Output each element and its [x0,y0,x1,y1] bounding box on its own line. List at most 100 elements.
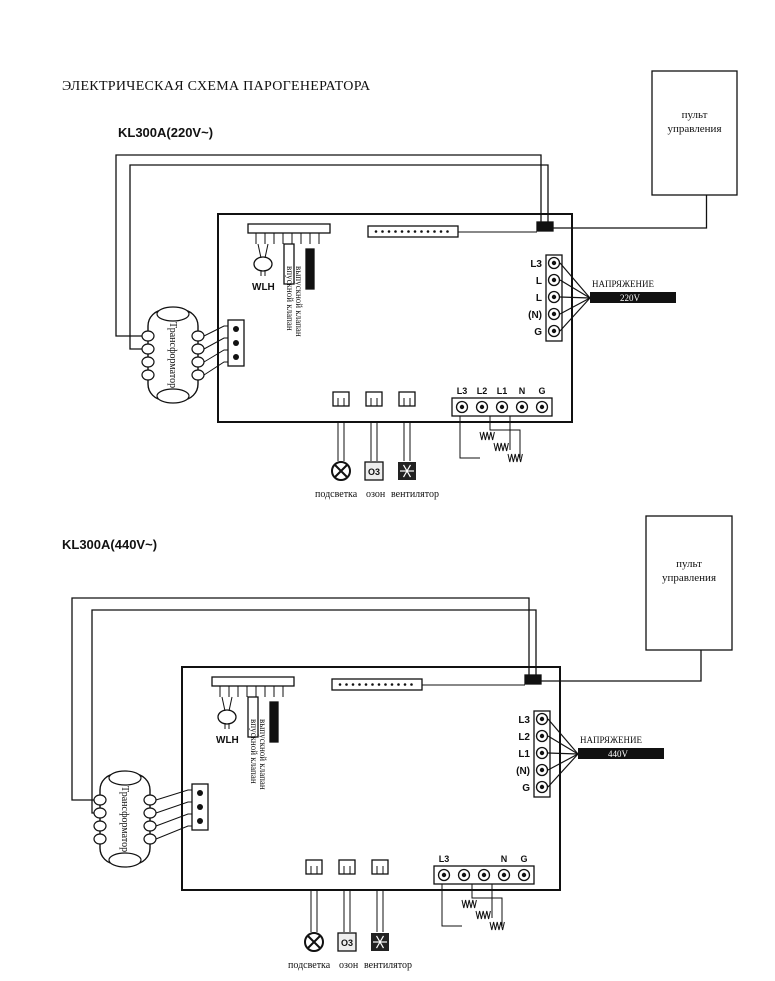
outlet-valve [283,243,295,285]
load-terminal-label: L1 [497,386,508,396]
power-terminal [547,290,561,304]
ozone-icon-text: O3 [341,938,353,948]
load-terminal [535,400,549,414]
component-connector [247,223,331,234]
power-terminal [535,780,549,794]
voltage-caption: НАПРЯЖЕНИЕ [592,279,655,289]
load-socket [332,391,350,407]
load-terminal-label: L3 [457,386,468,396]
transformer-label: Трансформатор [167,322,178,388]
load-socket [365,391,383,407]
load-terminal [455,400,469,414]
load-label: подсветка [288,960,331,971]
load-terminal-label: G [520,854,527,864]
power-terminal [547,324,561,338]
power-terminal-label: L3 [518,715,530,726]
power-terminal [547,273,561,287]
power-terminal [535,746,549,760]
voltage-caption: НАПРЯЖЕНИЕ [580,735,643,745]
control-board [181,666,561,891]
load-terminal [495,400,509,414]
water-level-sensor [217,709,237,725]
voltage-value: 220V [620,293,641,303]
power-terminal [535,712,549,726]
load-1: подсветка [288,859,331,971]
power-terminal-label: L1 [518,749,530,760]
load-label: вентилятор [391,489,439,500]
load-terminal-block [451,397,553,417]
load-terminal-label: N [519,386,526,396]
power-terminal [535,763,549,777]
voltage-value: 440V [608,749,629,759]
load-terminal-label: N [501,854,508,864]
transformer-label: Трансформатор [119,786,130,852]
load-terminal [477,868,491,882]
load-terminal [497,868,511,882]
voltage-bar [590,292,676,303]
component-connector [211,676,295,687]
remote-label: пульт [676,558,702,570]
load-terminal [515,400,529,414]
diagram-1-model: KL300A(220V~) [118,125,214,140]
diagram-2-model: KL300A(440V~) [62,537,158,552]
load-label: озон [366,489,386,500]
wlh-label: WLH [252,282,275,293]
voltage-bar [578,748,664,759]
load-terminal-label: G [538,386,545,396]
power-terminal-label: (N) [516,766,530,777]
remote-connector [536,221,554,232]
water-level-sensor [253,256,273,272]
load-socket [338,859,356,875]
load-terminal [475,400,489,414]
load-socket [371,859,389,875]
inlet-valve [269,701,279,743]
ozone-icon [364,461,384,481]
ozone-icon-text: O3 [368,467,380,477]
remote-connector [524,674,542,685]
power-terminal-label: G [522,783,530,794]
transformer-connector [227,319,245,367]
transformer-connector [191,783,209,831]
ozone-icon [337,932,357,952]
remote-label: управления [662,572,716,584]
page-title: ЭЛЕКТРИЧЕСКАЯ СХЕМА ПАРОГЕНЕРАТОРА [62,79,371,94]
load-3: вентилятор [391,391,439,500]
remote-control-box [645,515,733,651]
valve-outlet-label: выпускной клапан [258,719,268,790]
load-terminal [517,868,531,882]
load-1: подсветка [315,391,358,500]
inlet-valve [305,248,315,290]
load-terminal [437,868,451,882]
power-terminal-block [545,254,563,342]
load-label: озон [339,960,359,971]
load-terminal [457,868,471,882]
power-terminal-label: G [534,327,542,338]
remote-label: управления [667,123,721,135]
load-terminal-label: L2 [477,386,488,396]
power-terminal [547,256,561,270]
load-label: подсветка [315,489,358,500]
remote-label: пульт [682,109,708,121]
load-3: вентилятор [364,859,412,971]
power-terminal-label: L [536,293,542,304]
power-terminal-label: L3 [530,259,542,270]
valve-outlet-label: выпускной клапан [294,266,304,337]
outlet-valve [247,696,259,738]
power-terminal-label: (N) [528,310,542,321]
load-2: O3 озон [337,859,359,971]
power-terminal-block [533,710,551,798]
valve-inlet-label: впускной клапан [249,719,259,784]
load-2: O3 озон [364,391,386,500]
load-terminal-label: L3 [439,854,450,864]
valve-inlet-label: впускной клапан [285,266,295,331]
power-terminal-label: L [536,276,542,287]
power-terminal-label: L2 [518,732,530,743]
load-socket [305,859,323,875]
wlh-label: WLH [216,735,239,746]
power-terminal [535,729,549,743]
power-terminal [547,307,561,321]
